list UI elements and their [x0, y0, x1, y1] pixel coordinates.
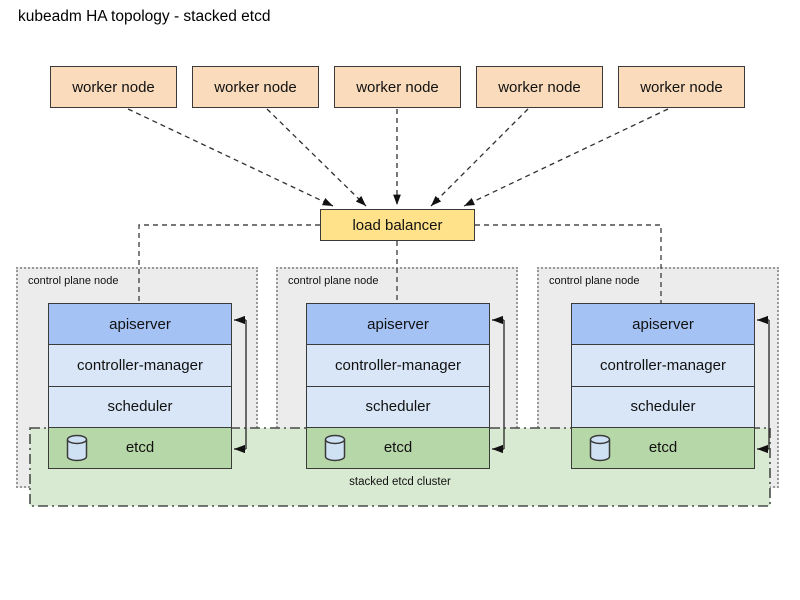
- worker-node-label: worker node: [356, 78, 439, 96]
- component-label: apiserver: [109, 315, 171, 333]
- component-label: controller-manager: [335, 356, 461, 374]
- component-label: scheduler: [630, 398, 696, 416]
- component-scheduler: scheduler: [307, 386, 489, 428]
- component-label: apiserver: [632, 315, 694, 333]
- worker-node-box: worker node: [50, 66, 177, 108]
- worker-node-label: worker node: [498, 78, 581, 96]
- component-stack: apiserver controller-manager scheduler e…: [571, 303, 755, 469]
- component-label: scheduler: [107, 398, 173, 416]
- control-plane-node-label: control plane node: [288, 275, 379, 287]
- database-cylinder-icon: [589, 434, 611, 462]
- component-stack: apiserver controller-manager scheduler e…: [306, 303, 490, 469]
- component-etcd: etcd: [307, 427, 489, 468]
- component-apiserver: apiserver: [307, 304, 489, 346]
- diagram-title: kubeadm HA topology - stacked etcd: [18, 8, 271, 25]
- worker-node-box: worker node: [618, 66, 745, 108]
- component-etcd: etcd: [49, 427, 231, 468]
- component-label: apiserver: [367, 315, 429, 333]
- database-cylinder-icon: [66, 434, 88, 462]
- component-controller-manager: controller-manager: [307, 345, 489, 387]
- component-etcd: etcd: [572, 427, 754, 468]
- component-label: etcd: [648, 439, 678, 457]
- component-apiserver: apiserver: [49, 304, 231, 346]
- worker-node-box: worker node: [476, 66, 603, 108]
- component-controller-manager: controller-manager: [572, 345, 754, 387]
- control-plane-node-label: control plane node: [549, 275, 640, 287]
- worker-node-box: worker node: [192, 66, 319, 108]
- stacked-etcd-cluster-label: stacked etcd cluster: [349, 476, 451, 488]
- component-label: controller-manager: [600, 356, 726, 374]
- worker-node-label: worker node: [72, 78, 155, 96]
- component-controller-manager: controller-manager: [49, 345, 231, 387]
- worker-node-label: worker node: [640, 78, 723, 96]
- component-label: etcd: [383, 439, 413, 457]
- component-stack: apiserver controller-manager scheduler e…: [48, 303, 232, 469]
- control-plane-node-label: control plane node: [28, 275, 119, 287]
- component-label: etcd: [125, 439, 155, 457]
- database-cylinder-icon: [324, 434, 346, 462]
- component-label: scheduler: [365, 398, 431, 416]
- component-label: controller-manager: [77, 356, 203, 374]
- worker-node-label: worker node: [214, 78, 297, 96]
- load-balancer-label: load balancer: [352, 216, 443, 234]
- load-balancer-box: load balancer: [320, 209, 475, 241]
- component-scheduler: scheduler: [572, 386, 754, 428]
- worker-to-lb-arrows: [127, 108, 669, 207]
- component-apiserver: apiserver: [572, 304, 754, 346]
- component-scheduler: scheduler: [49, 386, 231, 428]
- worker-node-box: worker node: [334, 66, 461, 108]
